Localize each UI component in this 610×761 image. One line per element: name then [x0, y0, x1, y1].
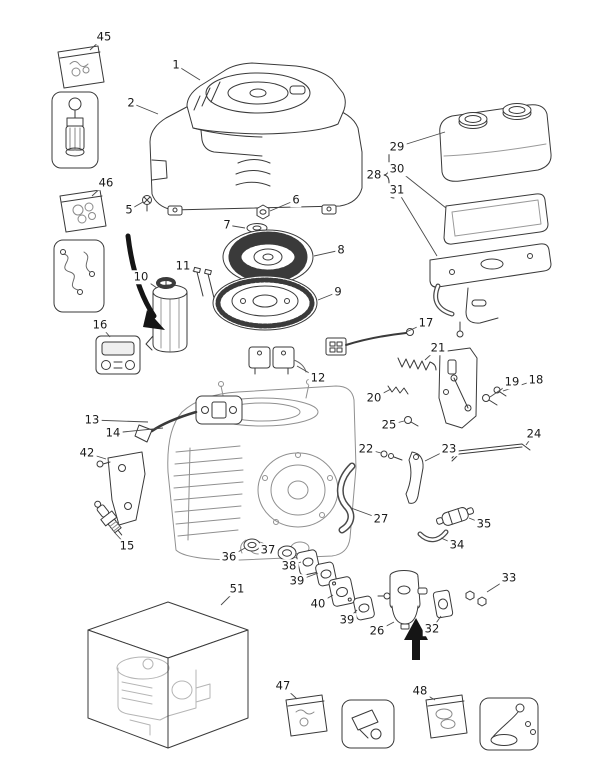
fuel-filter: [436, 507, 474, 526]
part-label-46[interactable]: 46: [96, 175, 116, 190]
part-label-35[interactable]: 35: [474, 516, 494, 531]
part-label-29[interactable]: 29: [387, 139, 407, 154]
leader-line-31: [396, 189, 438, 257]
kit-box-45: [51, 91, 99, 169]
part-label-38[interactable]: 38: [279, 558, 299, 573]
nuts-33: [465, 590, 487, 607]
flywheel: [212, 275, 318, 331]
part-label-34[interactable]: 34: [447, 537, 467, 552]
part-label-39[interactable]: 39: [287, 573, 307, 588]
kit-bag-45: [57, 45, 105, 89]
mount-bracket: [96, 451, 146, 526]
kit-47: [285, 694, 395, 749]
air-filter-cover: [439, 103, 552, 182]
breather-tube: [336, 462, 356, 534]
gasket-stack: [243, 538, 375, 621]
part-label-17[interactable]: 17: [416, 315, 436, 330]
ignition-armature: [248, 346, 307, 375]
engine-block: [167, 379, 357, 561]
kit-box-46: [53, 239, 105, 313]
part-label-22[interactable]: 22: [356, 441, 376, 456]
part-label-40[interactable]: 40: [308, 596, 328, 611]
part-label-26[interactable]: 26: [367, 623, 387, 638]
screw-5: [142, 195, 152, 212]
wire-harness: [325, 328, 414, 356]
control-bracket: [438, 347, 478, 429]
part-label-9[interactable]: 9: [332, 284, 344, 299]
flywheel-nut: [256, 204, 270, 220]
part-label-47[interactable]: 47: [273, 678, 293, 693]
part-label-45[interactable]: 45: [94, 29, 114, 44]
part-label-11[interactable]: 11: [173, 258, 193, 273]
part-label-20[interactable]: 20: [364, 390, 384, 405]
clamp-25: [404, 416, 419, 427]
part-label-51[interactable]: 51: [227, 581, 247, 596]
part-label-31[interactable]: 31: [387, 182, 407, 197]
part-label-25[interactable]: 25: [379, 417, 399, 432]
part-label-32[interactable]: 32: [422, 621, 442, 636]
boxed-engine: [87, 601, 249, 749]
part-label-37[interactable]: 37: [258, 542, 278, 557]
part-label-14[interactable]: 14: [103, 425, 123, 440]
fuel-hose: [417, 529, 449, 543]
air-filter-base: [429, 243, 552, 338]
part-label-1[interactable]: 1: [170, 57, 182, 72]
air-filter-element: [443, 193, 549, 245]
part-label-2[interactable]: 2: [125, 95, 137, 110]
part-label-12[interactable]: 12: [308, 370, 328, 385]
governor-arm: [405, 451, 424, 504]
part-label-8[interactable]: 8: [335, 242, 347, 257]
kit-48: [425, 694, 539, 751]
spark-plug: [94, 500, 123, 536]
part-label-23[interactable]: 23: [439, 441, 459, 456]
electric-starter: [145, 277, 188, 353]
carb-plate-32: [432, 589, 454, 619]
part-label-6[interactable]: 6: [290, 192, 302, 207]
part-label-39[interactable]: 39: [337, 612, 357, 627]
ignition-module: [95, 335, 141, 375]
part-label-16[interactable]: 16: [90, 317, 110, 332]
part-label-21[interactable]: 21: [428, 340, 448, 355]
part-label-30[interactable]: 30: [387, 161, 407, 176]
part-label-27[interactable]: 27: [371, 511, 391, 526]
part-label-5[interactable]: 5: [123, 202, 135, 217]
part-label-10[interactable]: 10: [131, 269, 151, 284]
part-label-42[interactable]: 42: [77, 445, 97, 460]
part-label-48[interactable]: 48: [410, 683, 430, 698]
part-label-7[interactable]: 7: [221, 217, 233, 232]
link-parts-22: [380, 450, 403, 461]
governor-springs: [387, 357, 437, 395]
part-label-18[interactable]: 18: [526, 372, 546, 387]
part-label-33[interactable]: 33: [499, 570, 519, 585]
ignition-coil: [134, 395, 243, 443]
part-label-15[interactable]: 15: [117, 538, 137, 553]
kit-bag-46: [59, 189, 107, 233]
part-label-19[interactable]: 19: [502, 374, 522, 389]
engine-cover: [186, 62, 346, 138]
flow-arrow-up: [404, 618, 428, 660]
part-label-13[interactable]: 13: [82, 412, 102, 427]
starter-bolts: [193, 266, 215, 299]
carburetor: [377, 570, 428, 630]
part-label-36[interactable]: 36: [219, 549, 239, 564]
part-label-28[interactable]: 28: [364, 167, 384, 182]
leader-line-13: [91, 419, 149, 423]
part-label-24[interactable]: 24: [524, 426, 544, 441]
